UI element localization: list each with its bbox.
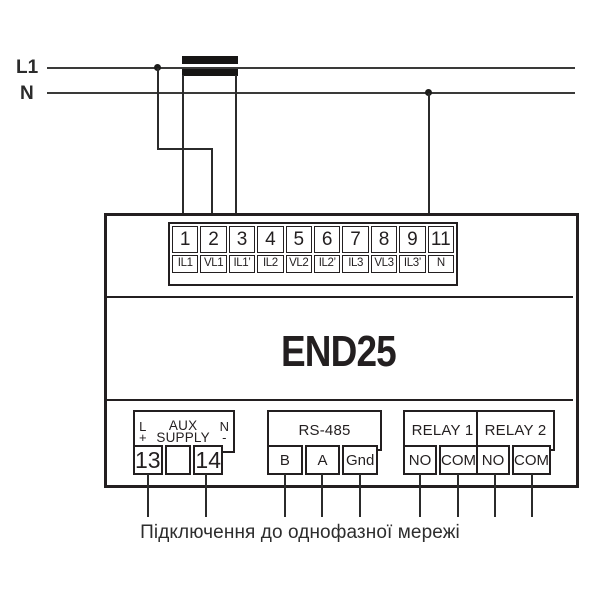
relay2-terminal-com: COM xyxy=(512,445,551,475)
wire-ct-to-terminal-1 xyxy=(182,75,184,225)
terminal-number-4: 4 xyxy=(257,226,284,253)
device-model-title: END25 xyxy=(281,327,397,376)
wire-rs485-a xyxy=(321,474,323,517)
current-transformer-top-bar xyxy=(182,56,238,64)
relay1-header: RELAY 1 xyxy=(403,410,482,451)
terminal-number-5: 5 xyxy=(285,226,312,253)
aux-right-polarity: N - xyxy=(219,418,229,445)
terminal-number-2: 2 xyxy=(200,226,227,253)
terminal-number-7: 7 xyxy=(342,226,369,253)
wire-relay2-no xyxy=(494,474,496,517)
wire-rs485-b xyxy=(284,474,286,517)
aux-terminal-14: 14 xyxy=(193,445,223,475)
wire-rs485-gnd xyxy=(359,474,361,517)
relay1-terminal-row: NO COM xyxy=(403,445,478,475)
aux-terminal-13: 13 xyxy=(133,445,163,475)
wire-aux-13 xyxy=(147,474,149,517)
terminal-label-il2: IL2 xyxy=(257,255,284,273)
aux-terminal-blank xyxy=(164,445,192,475)
wire-l1-tap-down xyxy=(157,68,159,150)
aux-supply-title: AUX SUPPLY xyxy=(156,417,210,445)
terminal-label-il1: IL1 xyxy=(172,255,199,273)
terminal-number-11: 11 xyxy=(427,226,454,253)
terminal-number-6: 6 xyxy=(313,226,341,253)
terminal-label-vl1: VL1 xyxy=(200,255,227,273)
relay2-terminal-row: NO COM xyxy=(476,445,551,475)
device-divider-top xyxy=(104,296,573,298)
wire-relay1-no xyxy=(419,474,421,517)
terminal-label-vl2: VL2 xyxy=(285,255,312,273)
junction-dot-l1 xyxy=(154,64,161,71)
aux-terminal-row: 13 14 xyxy=(133,445,223,475)
wire-aux-14 xyxy=(205,474,207,517)
terminal-label-il1p: IL1’ xyxy=(228,255,256,273)
terminal-number-8: 8 xyxy=(370,226,398,253)
terminal-label-il3p: IL3’ xyxy=(399,255,426,273)
terminal-number-1: 1 xyxy=(172,226,199,253)
device-divider-bottom xyxy=(104,399,573,401)
wire-to-terminal-2 xyxy=(211,148,213,225)
rs485-terminal-gnd: Gnd xyxy=(342,445,378,475)
rs485-terminal-row: B A Gnd xyxy=(267,445,378,475)
relay1-terminal-com: COM xyxy=(439,445,478,475)
terminal-block: 1 2 3 4 5 6 7 8 9 11 IL1 VL1 IL1’ IL2 VL… xyxy=(168,222,458,286)
aux-left-polarity: L + xyxy=(139,418,147,445)
terminal-label-vl3: VL3 xyxy=(370,255,398,273)
wire-relay2-com xyxy=(531,474,533,517)
diagram-caption: Підключення до однофазної мережі xyxy=(140,522,460,543)
wire-l1-tap-across xyxy=(157,148,213,150)
rs485-terminal-b: B xyxy=(267,445,303,475)
junction-dot-n xyxy=(425,89,432,96)
line-label-l1: L1 xyxy=(16,57,39,78)
terminal-number-9: 9 xyxy=(399,226,426,253)
l1-power-line xyxy=(47,67,575,69)
relay1-terminal-no: NO xyxy=(403,445,437,475)
relay2-terminal-no: NO xyxy=(476,445,510,475)
wire-ct-to-terminal-3 xyxy=(235,75,237,225)
current-transformer-bottom-bar xyxy=(182,69,238,76)
terminal-label-il2p: IL2’ xyxy=(313,255,341,273)
wire-n-to-terminal-11 xyxy=(428,93,430,225)
terminal-label-il3: IL3 xyxy=(342,255,369,273)
terminal-label-n: N xyxy=(427,255,454,273)
terminal-number-3: 3 xyxy=(228,226,256,253)
wire-relay1-com xyxy=(457,474,459,517)
rs485-terminal-a: A xyxy=(304,445,341,475)
n-power-line xyxy=(47,92,575,94)
line-label-n: N xyxy=(20,83,34,104)
